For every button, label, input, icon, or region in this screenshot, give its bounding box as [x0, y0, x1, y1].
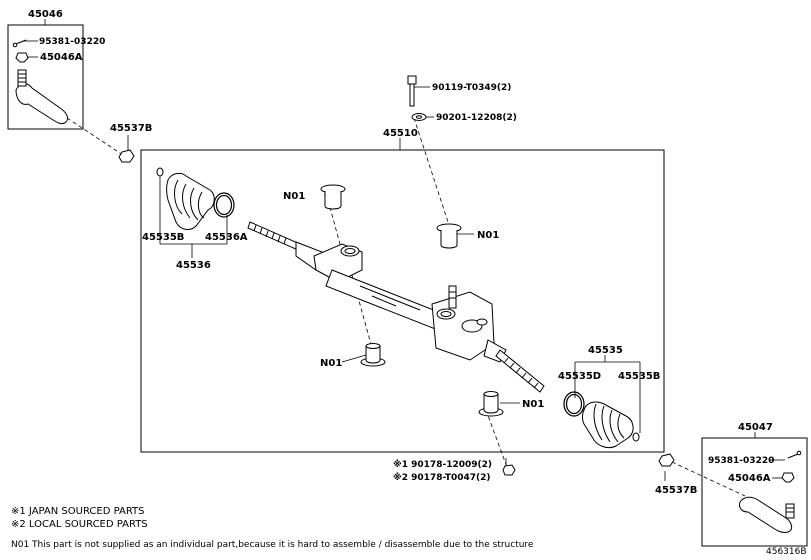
bushing-icon-b [436, 223, 462, 249]
label-n01-d: N01 [522, 399, 544, 410]
clip-rh-icon [632, 432, 640, 442]
clamp-rh-icon [563, 391, 585, 417]
label-tie-rod-end-lh: 45046 [28, 9, 63, 20]
label-nut-jp: ※1 90178-12009(2) [393, 459, 492, 470]
bushing-icon-a [320, 184, 346, 210]
notes: ※1 JAPAN SOURCED PARTS ※2 LOCAL SOURCED … [11, 506, 807, 557]
figure-id: 456316B [766, 547, 807, 557]
leader-lines [23, 19, 786, 481]
label-nut-local: ※2 90178-T0047(2) [393, 472, 491, 483]
boot-rh-icon [582, 401, 634, 449]
boot-lh-icon [166, 172, 215, 230]
label-n01-c: N01 [320, 358, 342, 369]
label-boot-clamp-lh-outer: 45537B [110, 123, 152, 134]
label-bolt: 90119-T0349(2) [432, 83, 511, 93]
tie-rod-end-rh-frame [701, 437, 808, 547]
note-n01: N01 This part is not supplied as an indi… [11, 540, 534, 550]
label-boot-kit-lh: 45536 [176, 260, 211, 271]
label-cotter-pin-rh: 95381-03220 [708, 456, 774, 466]
label-nut-lh: 45046A [40, 52, 83, 63]
label-boot-clamp-rh-outer: 45537B [655, 485, 697, 496]
label-n01-a: N01 [283, 191, 305, 202]
tie-rod-end-rh-icon [739, 450, 802, 533]
tie-rod-end-lh-frame [7, 24, 84, 130]
boot-clamp-rh-icon [658, 453, 675, 467]
label-clamp-lh: 45536A [205, 232, 248, 243]
label-nut-rh: 45046A [728, 473, 771, 484]
boot-clamp-lh-icon [118, 149, 135, 163]
tie-rod-end-lh-icon [12, 39, 69, 125]
bushing-icon-d [478, 391, 504, 417]
clip-lh-icon [156, 167, 164, 177]
part-labels: 45046 95381-03220 45046A 45537B 45510 90… [28, 9, 774, 496]
label-clamp-rh: 45535D [558, 371, 601, 382]
label-tie-rod-end-rh: 45047 [738, 422, 773, 433]
label-clip-lh: 45535B [142, 232, 184, 243]
washer-icon [411, 113, 427, 121]
label-washer: 90201-12208(2) [436, 113, 517, 123]
label-cotter-pin-lh: 95381-03220 [39, 37, 105, 47]
bushing-icon-c [360, 343, 386, 367]
label-clip-rh: 45535B [618, 371, 660, 382]
label-boot-kit-rh: 45535 [588, 345, 623, 356]
nut-icon [502, 464, 516, 476]
note-japan: ※1 JAPAN SOURCED PARTS [11, 506, 145, 517]
label-gear-assembly: 45510 [383, 128, 418, 139]
label-n01-b: N01 [477, 230, 499, 241]
steering-rack-icon [247, 221, 545, 393]
clamp-lh-icon [213, 192, 235, 218]
gear-assembly-frame [140, 149, 665, 453]
note-local: ※2 LOCAL SOURCED PARTS [11, 519, 148, 530]
bolt-icon [407, 75, 417, 107]
